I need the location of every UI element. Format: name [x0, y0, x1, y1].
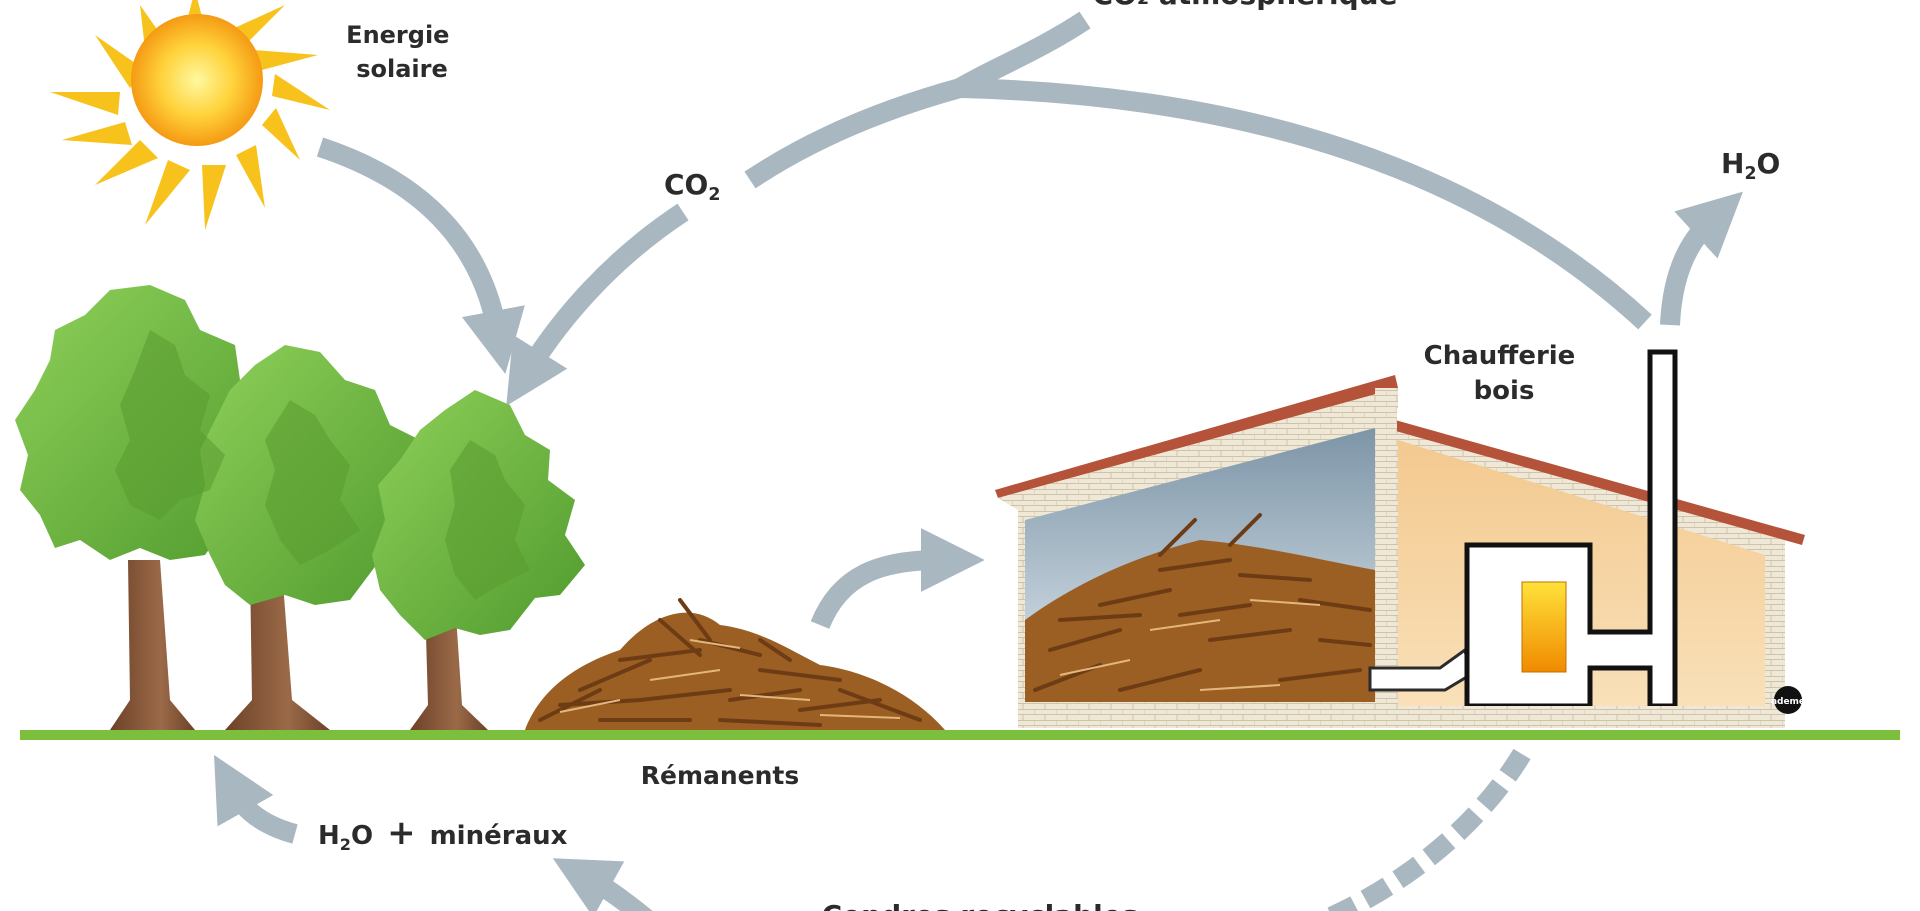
label-atmospheric-co2: CO₂ atmosphérique — [1092, 0, 1397, 11]
stored-wood-chips — [1025, 540, 1375, 702]
logo-text: ademe — [1771, 697, 1805, 707]
arrow-atmo-to-junction — [954, 11, 1091, 97]
residues-pile — [525, 598, 945, 730]
ground-line — [20, 730, 1900, 740]
sun-icon — [50, 0, 330, 230]
boiler-fire — [1521, 581, 1567, 673]
arrow-bottom-to-minerals — [552, 858, 653, 911]
arrow-sun-to-trees — [316, 137, 525, 375]
label-wood-boiler: Chaufferie bois — [1424, 341, 1585, 406]
boiler-building — [995, 349, 1805, 728]
arrow-junction-to-co2 — [744, 78, 963, 189]
label-co2: CO2 — [664, 168, 720, 205]
tree-trunk-2 — [225, 570, 330, 730]
cycle-arrows — [214, 11, 1743, 911]
arrow-ashes-dashed — [1320, 748, 1531, 911]
label-bottom-cut: Cendres recyclables — [822, 899, 1139, 911]
arrow-minerals-to-trees — [214, 754, 298, 844]
label-h2o-minerals: H2O+minéraux — [318, 813, 568, 854]
tree-trunk-1 — [110, 560, 195, 730]
label-h2o-vapor: H2O — [1721, 147, 1780, 184]
arrow-chimney-to-h2o — [1660, 191, 1743, 326]
label-residues: Rémanents — [641, 761, 800, 790]
ademe-logo: ademe — [1771, 686, 1805, 714]
arrow-co2-to-trees — [506, 203, 689, 406]
trees — [15, 285, 585, 730]
arrow-chimney-to-atmo — [959, 78, 1652, 330]
arrow-residues-to-boiler — [810, 528, 985, 629]
label-solar-energy: Energie solaire — [346, 21, 458, 83]
